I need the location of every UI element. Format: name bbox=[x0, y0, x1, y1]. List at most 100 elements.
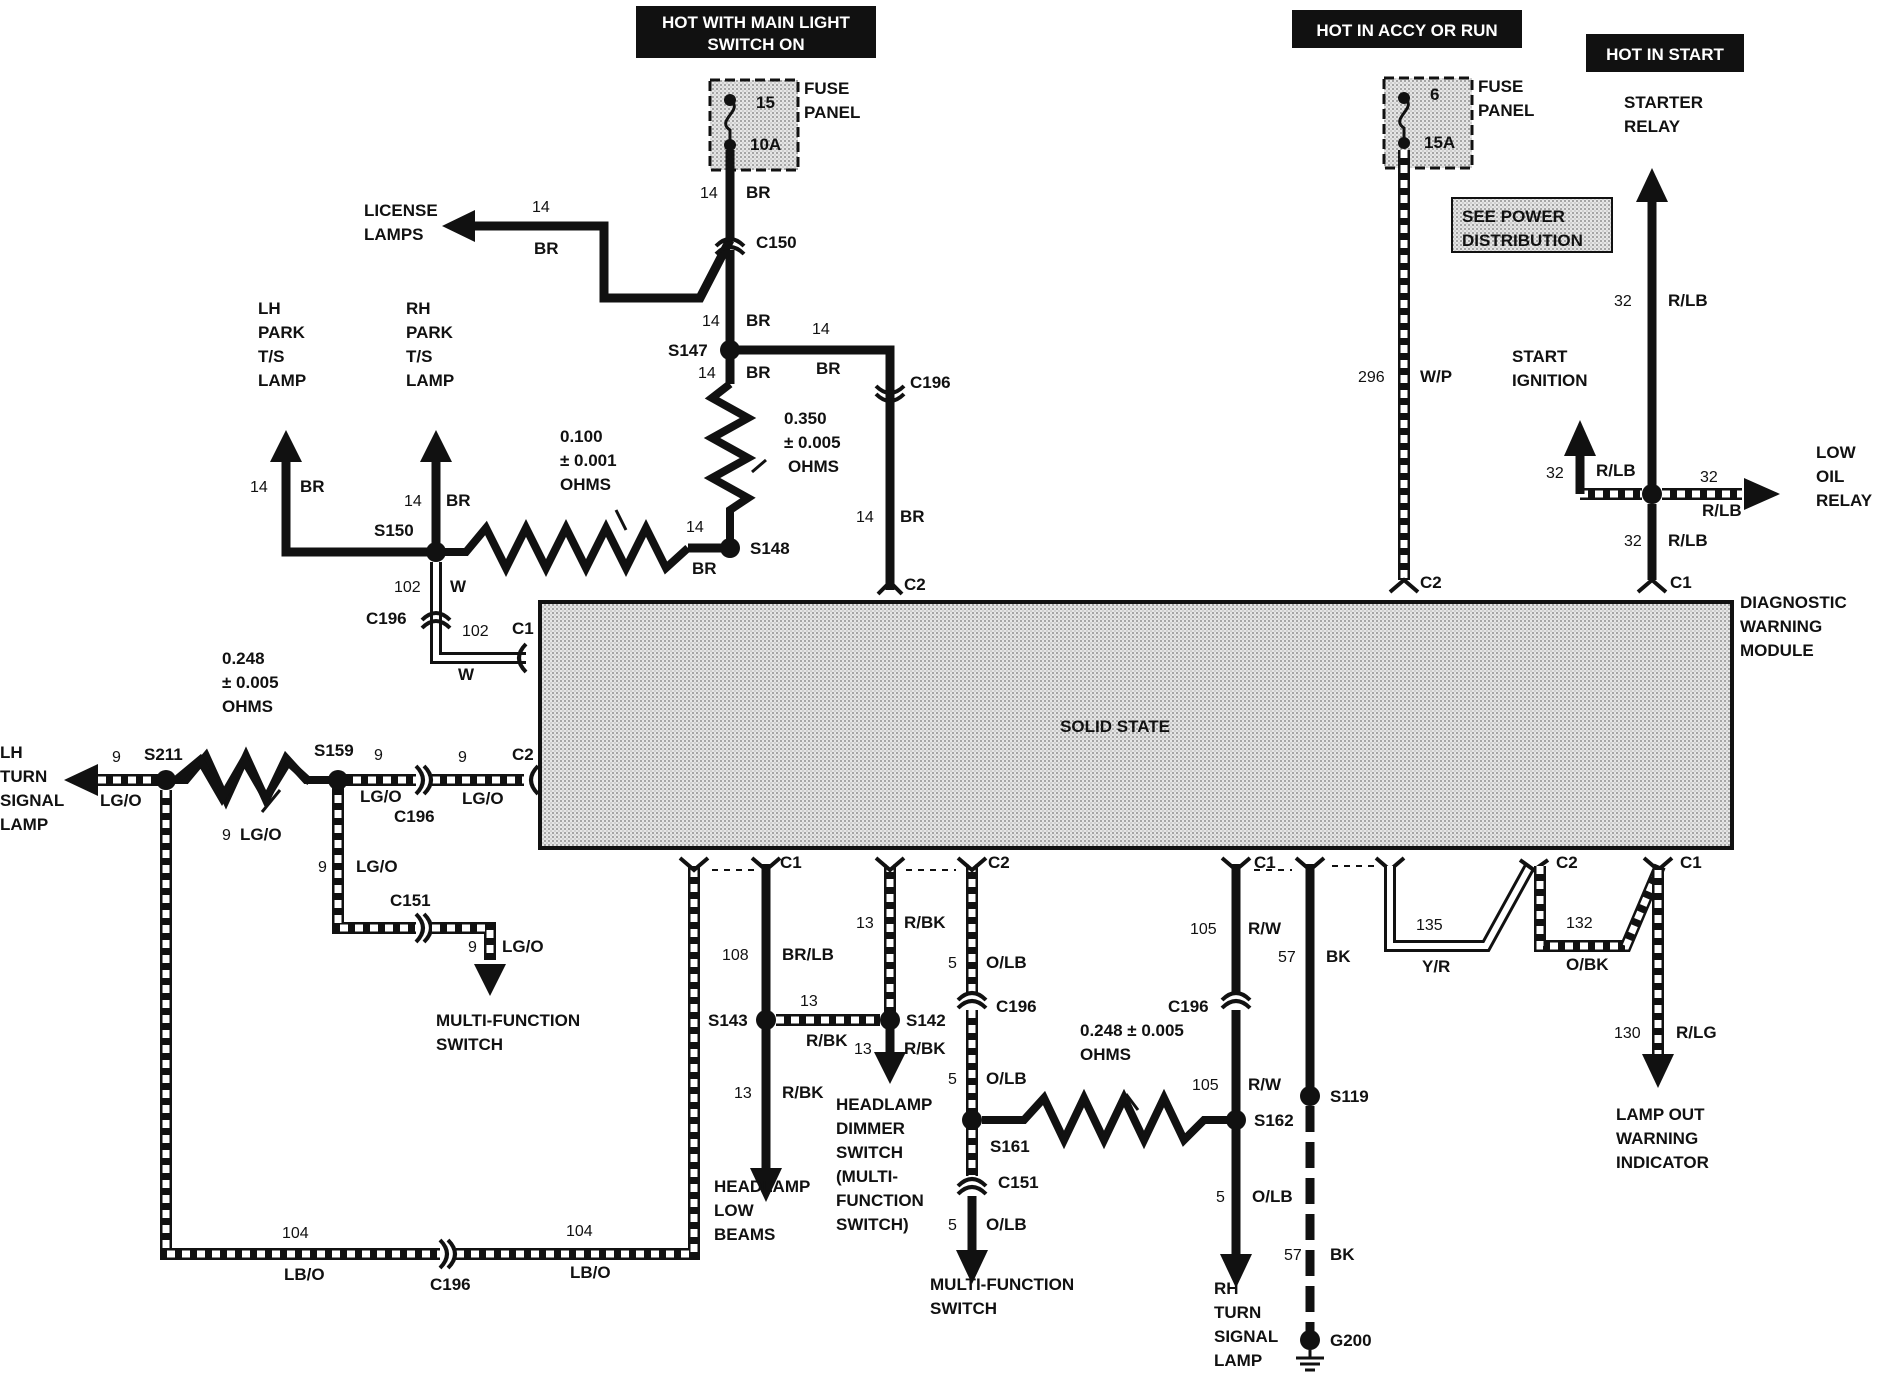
svg-text:5: 5 bbox=[948, 1071, 957, 1088]
svg-text:5: 5 bbox=[948, 955, 957, 972]
headlamp-dimmer-switch-label: HEADLAMP DIMMER SWITCH (MULTI- FUNCTION … bbox=[836, 1095, 932, 1234]
svg-text:102: 102 bbox=[394, 579, 421, 596]
svg-text:RELAY: RELAY bbox=[1624, 117, 1681, 136]
svg-text:T/S: T/S bbox=[406, 347, 432, 366]
svg-text:105: 105 bbox=[1190, 921, 1217, 938]
svg-text:PANEL: PANEL bbox=[1478, 101, 1534, 120]
svg-text:DISTRIBUTION: DISTRIBUTION bbox=[1462, 231, 1583, 250]
lbo-wire-104: 104 LB/O 104 LB/O C196 bbox=[160, 790, 710, 1294]
lgo-wire-labels: 9 LG/O S211 S159 9 LG/O 9 LG/O C2 C196 9… bbox=[100, 741, 544, 956]
rlb-wire-labels: 32 R/LB 32 R/LB 32 R/LB 32 R/LB C1 bbox=[1546, 291, 1742, 592]
svg-text:LAMPS: LAMPS bbox=[364, 225, 424, 244]
lgo-wire-network bbox=[64, 746, 540, 996]
svg-text:C2: C2 bbox=[1420, 573, 1442, 592]
yr-obk-wire-network bbox=[1332, 856, 1674, 1088]
svg-text:C196: C196 bbox=[366, 609, 407, 628]
svg-text:5: 5 bbox=[1216, 1189, 1225, 1206]
svg-text:296: 296 bbox=[1358, 369, 1385, 386]
svg-text:C2: C2 bbox=[904, 575, 926, 594]
svg-text:BR: BR bbox=[446, 491, 471, 510]
svg-text:SIGNAL: SIGNAL bbox=[1214, 1327, 1278, 1346]
br-wire-labels: 14 BR 14 BR 14 BR 14 BR 14 BR 14 BR 14 B… bbox=[250, 183, 925, 578]
svg-text:LOW: LOW bbox=[714, 1201, 755, 1220]
fuse-panel-left: 15 10A FUSE PANEL bbox=[708, 78, 860, 172]
header-start: HOT IN START bbox=[1586, 34, 1744, 72]
svg-text:S142: S142 bbox=[906, 1011, 946, 1030]
lh-park-lamp-label: LH PARK T/S LAMP bbox=[258, 299, 306, 390]
svg-text:LAMP: LAMP bbox=[0, 815, 48, 834]
svg-text:C2: C2 bbox=[988, 853, 1010, 872]
svg-text:LICENSE: LICENSE bbox=[364, 201, 438, 220]
svg-text:MODULE: MODULE bbox=[1740, 641, 1814, 660]
svg-text:HOT IN START: HOT IN START bbox=[1606, 45, 1724, 64]
svg-text:C2: C2 bbox=[1556, 853, 1578, 872]
svg-text:BR: BR bbox=[816, 359, 841, 378]
svg-text:9: 9 bbox=[318, 859, 327, 876]
svg-text:130: 130 bbox=[1614, 1025, 1641, 1042]
svg-text:START: START bbox=[1512, 347, 1568, 366]
svg-text:O/LB: O/LB bbox=[986, 1069, 1027, 1088]
svg-text:HEADLAMP: HEADLAMP bbox=[714, 1177, 810, 1196]
svg-text:BR: BR bbox=[746, 183, 771, 202]
svg-text:14: 14 bbox=[404, 493, 422, 510]
multi-function-switch-1-label: MULTI-FUNCTION SWITCH bbox=[436, 1011, 580, 1054]
svg-text:S161: S161 bbox=[990, 1137, 1030, 1156]
svg-text:32: 32 bbox=[1624, 533, 1642, 550]
svg-text:DIAGNOSTIC: DIAGNOSTIC bbox=[1740, 593, 1847, 612]
connector-c196-top: C196 bbox=[874, 373, 951, 403]
svg-text:R/BK: R/BK bbox=[904, 913, 946, 932]
svg-text:R/LB: R/LB bbox=[1702, 501, 1742, 520]
svg-text:RH: RH bbox=[1214, 1279, 1239, 1298]
svg-text:S162: S162 bbox=[1254, 1111, 1294, 1130]
svg-text:135: 135 bbox=[1416, 917, 1443, 934]
svg-text:R/BK: R/BK bbox=[904, 1039, 946, 1058]
license-lamps-label: LICENSE LAMPS bbox=[364, 201, 438, 244]
diagnostic-warning-module: SOLID STATE DIAGNOSTIC WARNING MODULE bbox=[538, 593, 1847, 850]
svg-text:C1: C1 bbox=[1254, 853, 1276, 872]
svg-text:R/W: R/W bbox=[1248, 1075, 1282, 1094]
svg-text:S147: S147 bbox=[668, 341, 708, 360]
svg-text:HOT IN ACCY OR RUN: HOT IN ACCY OR RUN bbox=[1316, 21, 1497, 40]
svg-text:STARTER: STARTER bbox=[1624, 93, 1703, 112]
splice-labels-top: S147 S148 S150 bbox=[374, 341, 790, 558]
rw-wire-network bbox=[1220, 856, 1292, 1288]
svg-text:15: 15 bbox=[756, 93, 775, 112]
svg-text:BK: BK bbox=[1326, 947, 1351, 966]
svg-text:S143: S143 bbox=[708, 1011, 748, 1030]
svg-text:5: 5 bbox=[948, 1217, 957, 1234]
svg-text:S119: S119 bbox=[1330, 1087, 1369, 1106]
svg-text:0.100: 0.100 bbox=[560, 427, 603, 446]
resistor-r1-label: 0.100 ± 0.001 OHMS bbox=[560, 427, 617, 494]
connector-c150: C150 bbox=[714, 233, 797, 256]
svg-text:BR: BR bbox=[300, 477, 325, 496]
svg-text:105: 105 bbox=[1192, 1077, 1219, 1094]
svg-text:32: 32 bbox=[1700, 469, 1718, 486]
svg-text:9: 9 bbox=[374, 747, 383, 764]
svg-text:C196: C196 bbox=[910, 373, 951, 392]
headlamp-wire-labels: C1 108 BR/LB S143 13 R/BK 13 R/BK 13 R/B… bbox=[708, 853, 946, 1102]
svg-text:S148: S148 bbox=[750, 539, 790, 558]
bk-ground-wire bbox=[1294, 856, 1326, 1372]
svg-text:15A: 15A bbox=[1424, 133, 1455, 152]
svg-text:LB/O: LB/O bbox=[570, 1263, 611, 1282]
svg-text:LG/O: LG/O bbox=[360, 787, 402, 806]
olb-wire-network bbox=[956, 856, 1236, 1284]
svg-text:W/P: W/P bbox=[1420, 367, 1452, 386]
svg-text:OHMS: OHMS bbox=[1080, 1045, 1131, 1064]
svg-text:C196: C196 bbox=[1168, 997, 1209, 1016]
svg-text:LAMP OUT: LAMP OUT bbox=[1616, 1105, 1705, 1124]
svg-text:C196: C196 bbox=[996, 997, 1037, 1016]
svg-text:9: 9 bbox=[222, 827, 231, 844]
rlb-wire-network bbox=[1564, 168, 1780, 594]
svg-text:S159: S159 bbox=[314, 741, 354, 760]
svg-text:WARNING: WARNING bbox=[1740, 617, 1822, 636]
lamp-out-warning-label: LAMP OUT WARNING INDICATOR bbox=[1616, 1105, 1709, 1172]
svg-text:13: 13 bbox=[800, 993, 818, 1010]
svg-text:BR: BR bbox=[900, 507, 925, 526]
svg-text:SWITCH): SWITCH) bbox=[836, 1215, 909, 1234]
svg-text:T/S: T/S bbox=[258, 347, 284, 366]
svg-text:MULTI-FUNCTION: MULTI-FUNCTION bbox=[930, 1275, 1074, 1294]
svg-text:14: 14 bbox=[698, 365, 716, 382]
resistor-r3-label: 0.248 ± 0.005 OHMS bbox=[222, 649, 279, 716]
svg-text:W: W bbox=[458, 665, 475, 684]
